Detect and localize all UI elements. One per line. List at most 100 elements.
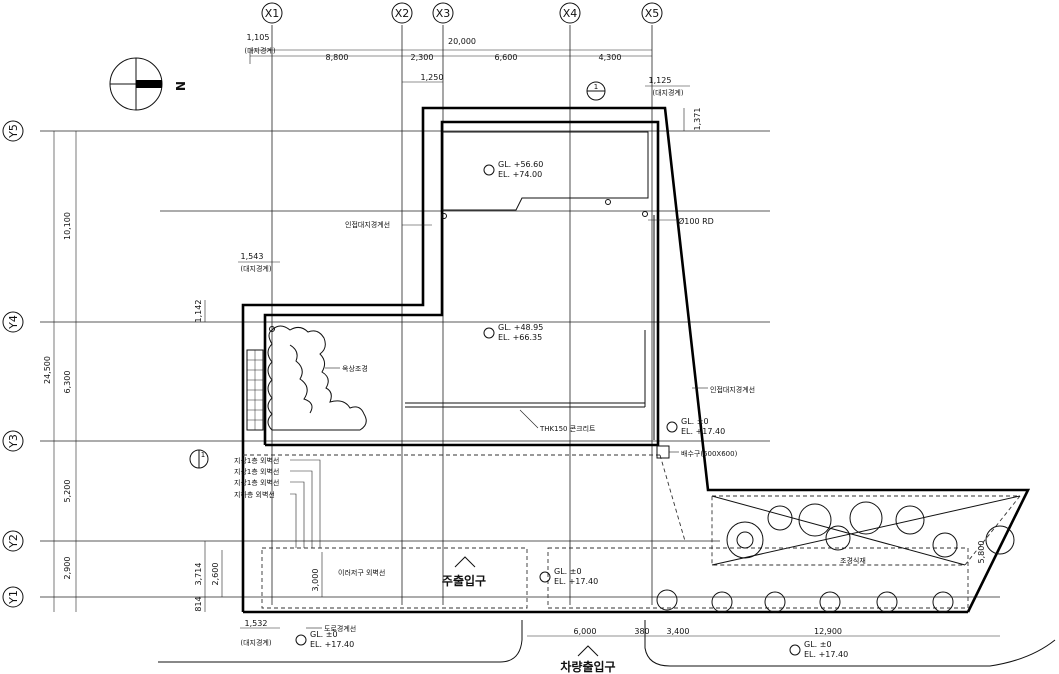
dim-top-x5-offset-note: (대지경계) bbox=[652, 88, 683, 97]
drain-box bbox=[656, 445, 670, 459]
section-markers: 1 1 bbox=[189, 81, 606, 469]
vehicle-zone bbox=[547, 547, 969, 609]
garden-tree-icon bbox=[849, 501, 883, 535]
axis-bubble-x3 bbox=[432, 2, 454, 24]
label-boundary-left: 인접대지경계선 bbox=[345, 220, 390, 229]
level-right-gl: GL. ±0 bbox=[681, 417, 709, 426]
axis-label-y2: Y2 bbox=[7, 534, 20, 549]
dim-top-span-4: 4,300 bbox=[599, 53, 622, 62]
road-curve bbox=[644, 620, 1056, 667]
axis-bubbles-x: X1 X2 X3 X4 X5 bbox=[261, 2, 663, 24]
level-mid-gl: GL. +48.95 bbox=[498, 323, 543, 332]
level-br-el: EL. +17.40 bbox=[804, 650, 848, 659]
dim-bottom-span-a: 6,000 bbox=[574, 627, 597, 636]
dim-left-small-b: 2,600 bbox=[211, 563, 220, 586]
garden-bed bbox=[711, 495, 1021, 566]
axis-label-y1: Y1 bbox=[7, 590, 20, 605]
label-eave: 이러저구 외벽선 bbox=[338, 568, 385, 577]
label-drain: 배수구(600X600) bbox=[681, 449, 738, 458]
axis-bubble-y5 bbox=[2, 120, 24, 142]
label-thk: THK150 콘크리트 bbox=[539, 424, 596, 433]
level-mid-el: EL. +66.35 bbox=[498, 333, 542, 342]
north-arrow: N bbox=[109, 57, 187, 111]
level-marker-icon bbox=[539, 571, 551, 583]
top-dimensions: 1,105 (대지경계) 20,000 8,800 2,300 6,600 4,… bbox=[244, 33, 702, 131]
dim-left-y4-y3: 6,300 bbox=[63, 371, 72, 394]
axis-label-x3: X3 bbox=[436, 7, 451, 20]
level-markers: GL. +56.60 EL. +74.00 GL. +48.95 EL. +66… bbox=[295, 160, 848, 659]
dim-bottom-x1-offset: 1,532 bbox=[245, 619, 268, 628]
dim-bottom-x1-offset-note: (대지경계) bbox=[240, 638, 271, 647]
axis-bubble-x4 bbox=[559, 2, 581, 24]
north-arrow-pointer-icon bbox=[136, 80, 162, 88]
outer-wall bbox=[241, 106, 1031, 613]
level-marker-icon bbox=[789, 644, 801, 656]
axis-label-y4: Y4 bbox=[7, 315, 20, 330]
dim-top-span-2: 2,300 bbox=[411, 53, 434, 62]
dim-top-x3-offset: 1,250 bbox=[421, 73, 444, 82]
dim-left-y5-y4: 10,100 bbox=[63, 212, 72, 240]
north-label: N bbox=[173, 81, 187, 91]
dim-top-offset-x1: 1,105 bbox=[247, 33, 270, 42]
axis-bubble-x1 bbox=[261, 2, 283, 24]
level-marker-icon bbox=[483, 327, 495, 339]
garden-tree-icon bbox=[985, 525, 1015, 555]
entrance-zone bbox=[261, 547, 528, 609]
label-main-entrance: 주출입구 bbox=[442, 573, 486, 588]
garden-tree-icon bbox=[895, 505, 925, 535]
dim-top-y5-offset: 1,371 bbox=[693, 108, 702, 131]
building-outline bbox=[241, 106, 1031, 614]
garden-tree-icon bbox=[798, 503, 832, 537]
dim-top-span-1: 8,800 bbox=[326, 53, 349, 62]
dim-left-y3-y2: 5,200 bbox=[63, 480, 72, 503]
axis-bubble-y3 bbox=[2, 430, 24, 452]
garden-tree-icon bbox=[932, 532, 958, 558]
annotations: 인접대지경계선 인접대지경계선 Ø100 RD 옥상조경 THK150 콘크리트… bbox=[234, 216, 866, 633]
dim-bottom-span-c: 3,400 bbox=[667, 627, 690, 636]
level-right-el: EL. +17.40 bbox=[681, 427, 725, 436]
label-line-2: 지상1층 외벽선 bbox=[234, 467, 279, 476]
dim-top-total: 20,000 bbox=[448, 37, 476, 46]
left-dimensions: 24,500 10,100 6,300 5,200 2,900 1,142 1,… bbox=[43, 131, 986, 612]
vehicle-entrance-arrow-icon bbox=[577, 645, 599, 657]
level-ent-gl: GL. ±0 bbox=[554, 567, 582, 576]
label-planting: 옥상조경 bbox=[342, 364, 368, 373]
bottom-dimensions: 1,532 (대지경계) 6,000 380 3,400 12,900 bbox=[158, 619, 1056, 667]
axis-bubbles-y: Y5 Y4 Y3 Y2 Y1 bbox=[2, 120, 24, 608]
level-bl-el: EL. +17.40 bbox=[310, 640, 354, 649]
axis-bubble-x2 bbox=[391, 2, 413, 24]
axis-label-y5: Y5 bbox=[7, 124, 20, 139]
entrances: 주출입구 차량출입구 bbox=[442, 556, 616, 674]
dim-top-x5-offset: 1,125 bbox=[649, 76, 672, 85]
dim-bottom-span-d: 12,900 bbox=[814, 627, 842, 636]
axis-bubble-y1 bbox=[2, 586, 24, 608]
dim-left-total: 24,500 bbox=[43, 356, 52, 384]
section-marker-label-left: 1 bbox=[201, 451, 205, 459]
road-curve bbox=[158, 620, 523, 663]
garden-tree-icon bbox=[825, 525, 851, 551]
dim-left-x1-offset-note: (대지경계) bbox=[240, 264, 271, 273]
axis-label-x2: X2 bbox=[395, 7, 410, 20]
level-marker-icon bbox=[295, 634, 307, 646]
label-line-4: 지하층 외벽선 bbox=[234, 490, 275, 499]
planting-tree-icon bbox=[267, 325, 367, 431]
dim-right-small-e: 5,800 bbox=[977, 541, 986, 564]
dim-left-x1-offset: 1,543 bbox=[241, 252, 264, 261]
dim-left-small-d: 3,000 bbox=[311, 569, 320, 592]
level-bl-gl: GL. ±0 bbox=[310, 630, 338, 639]
axis-label-x1: X1 bbox=[265, 7, 280, 20]
dim-left-y4-offset: 1,142 bbox=[194, 300, 203, 323]
level-roof-el: EL. +74.00 bbox=[498, 170, 542, 179]
axis-label-x5: X5 bbox=[645, 7, 660, 20]
garden-tree-icon bbox=[767, 505, 793, 531]
axis-bubble-x5 bbox=[641, 2, 663, 24]
dim-top-span-3: 6,600 bbox=[495, 53, 518, 62]
dim-left-small-c: 814 bbox=[194, 596, 203, 611]
roof-box bbox=[442, 131, 649, 211]
label-line-1: 지상1층 외벽선 bbox=[234, 456, 279, 465]
axis-label-y3: Y3 bbox=[7, 434, 20, 449]
dim-left-y2-y1: 2,900 bbox=[63, 557, 72, 580]
axis-label-x4: X4 bbox=[563, 7, 578, 20]
axis-bubble-y2 bbox=[2, 530, 24, 552]
